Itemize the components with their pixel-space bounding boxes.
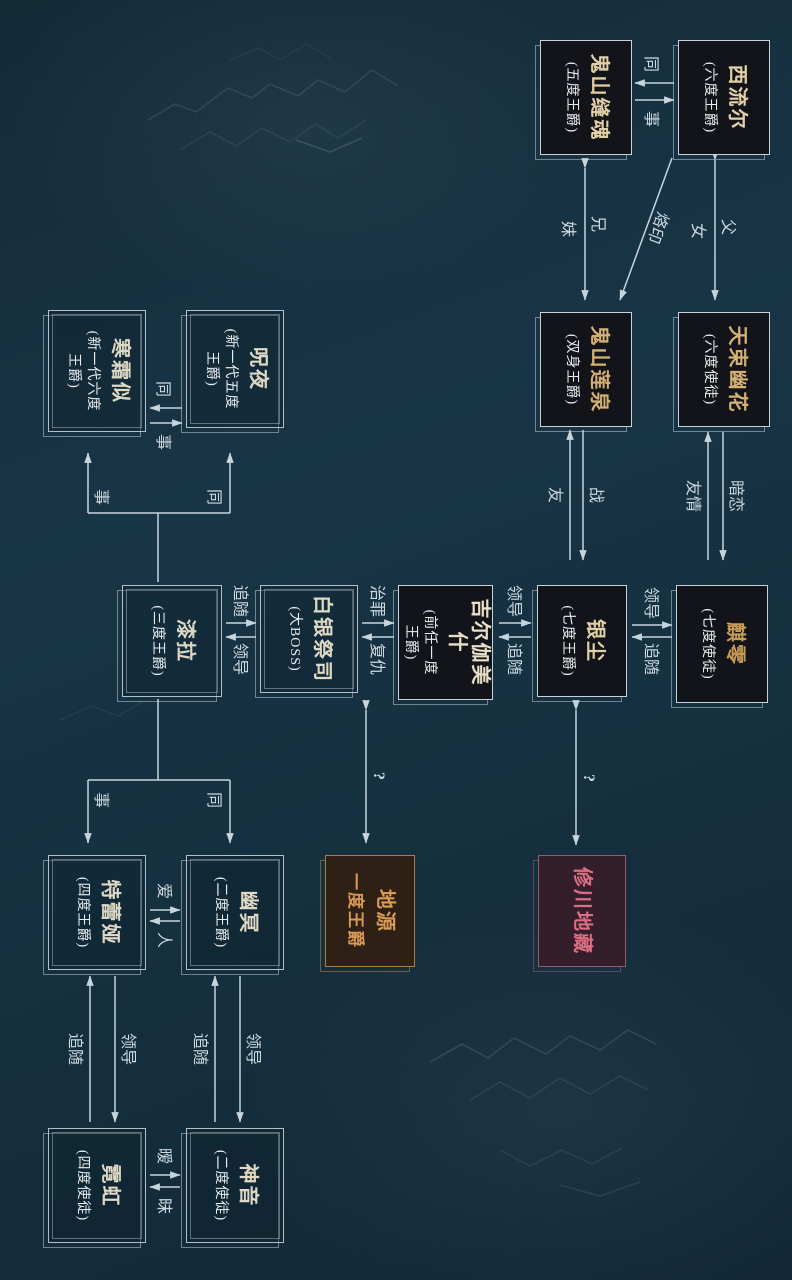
relation-label: 友 bbox=[546, 487, 564, 503]
node-name: 地源 bbox=[374, 889, 397, 933]
relation-label: 领导 bbox=[119, 1033, 137, 1065]
relation-label: 妹 bbox=[559, 221, 577, 237]
relation-label: 领导 bbox=[642, 587, 660, 619]
node-subtitle: (五度王爵) bbox=[564, 61, 580, 134]
node-shenyin: 神音 (二度使徒) bbox=[186, 1128, 284, 1243]
node-name: 天束幽花 bbox=[726, 325, 749, 414]
node-baiyinjisi: 白银祭司 (大BOSS) bbox=[260, 585, 358, 693]
node-qila: 漆拉 (三度王爵) bbox=[122, 585, 222, 697]
node-jierjiameishi: 吉尔伽美什(前任一度 王爵) bbox=[398, 585, 493, 700]
relation-label: 事 bbox=[92, 792, 110, 808]
node-name: 神音 bbox=[237, 1163, 260, 1208]
node-diyuan: 地源一度王爵 bbox=[325, 855, 415, 967]
relation-line bbox=[619, 157, 673, 301]
node-xiliuer: 西流尔 (六度王爵) bbox=[678, 40, 770, 155]
relation-label: 事 bbox=[642, 111, 660, 127]
node-name: 鬼山缝魂 bbox=[588, 53, 611, 142]
relation-label: 复仇 bbox=[368, 643, 386, 675]
relation-label: 事 bbox=[92, 489, 110, 505]
node-name: 西流尔 bbox=[726, 64, 749, 131]
relation-label: 治罪 bbox=[368, 585, 386, 617]
node-name: 白银祭司 bbox=[311, 595, 334, 683]
node-subtitle: (新一代六度 王爵) bbox=[66, 330, 100, 412]
node-guishanfenghun: 鬼山缝魂 (五度王爵) bbox=[540, 40, 632, 155]
node-subtitle: (二度使徒) bbox=[213, 1149, 229, 1222]
relation-label: 追随 bbox=[191, 1033, 209, 1065]
node-name: 幽冥 bbox=[237, 890, 260, 935]
relation-label: 爱 bbox=[155, 883, 173, 899]
node-name: 银尘 bbox=[584, 619, 607, 663]
relation-label: 领导 bbox=[505, 585, 523, 617]
relation-label: 战 bbox=[587, 487, 605, 503]
node-subtitle: (双身王爵) bbox=[564, 333, 580, 406]
relation-label: 人 bbox=[155, 932, 173, 948]
relation-label: ? bbox=[370, 772, 387, 780]
node-hanshuangsi: 寒霜似 (新一代六度 王爵) bbox=[48, 310, 146, 432]
relation-label: 事 bbox=[154, 434, 172, 450]
relation-label: 同 bbox=[205, 792, 222, 808]
node-name: 吉尔伽美什 bbox=[445, 598, 491, 687]
node-subtitle: (新一代五度 王爵) bbox=[204, 328, 238, 410]
relation-label: 领导 bbox=[244, 1033, 262, 1065]
relation-label: 同 bbox=[205, 489, 222, 505]
node-subtitle: (六度使徒) bbox=[702, 333, 718, 406]
relation-label: 追随 bbox=[66, 1033, 84, 1065]
node-subtitle: (七度使徒) bbox=[700, 608, 716, 680]
node-name: 漆拉 bbox=[174, 619, 197, 663]
node-subtitle: (四度使徒) bbox=[75, 1149, 91, 1222]
relation-label: 女 bbox=[689, 223, 708, 239]
relation-label: ? bbox=[580, 774, 597, 782]
node-name: 寒霜似 bbox=[108, 338, 131, 404]
node-subtitle: (前任一度 王爵) bbox=[403, 609, 437, 676]
relation-label: 暗恋 bbox=[727, 480, 746, 512]
node-subtitle: (七度王爵) bbox=[560, 605, 576, 677]
node-subtitle: (四度王爵) bbox=[75, 876, 91, 949]
relation-label: 暧 bbox=[155, 1148, 173, 1164]
node-name: 鬼山莲泉 bbox=[588, 325, 611, 414]
node-subtitle: (三度王爵) bbox=[150, 605, 166, 677]
relation-label: 追随 bbox=[505, 643, 523, 675]
node-qiling: 麒零 (七度使徒) bbox=[676, 585, 768, 703]
relation-label: 友情 bbox=[684, 480, 702, 512]
node-name: 霓虹 bbox=[99, 1163, 122, 1208]
relation-label: 父 bbox=[719, 219, 736, 235]
relation-label: 兄 bbox=[589, 216, 606, 232]
relation-label: 同 bbox=[154, 381, 171, 397]
node-subtitle: 一度王爵 bbox=[346, 873, 366, 949]
relation-label: 追随 bbox=[231, 585, 249, 617]
node-name: 呪夜 bbox=[246, 347, 269, 391]
relation-label: 烙印 bbox=[644, 210, 672, 246]
node-name: 麒零 bbox=[724, 622, 747, 666]
relation-label: 追随 bbox=[642, 643, 660, 675]
node-nihong: 霓虹 (四度使徒) bbox=[48, 1128, 146, 1243]
node-teleiya: 特蕾娅 (四度王爵) bbox=[48, 855, 146, 970]
node-tianshuyouhua: 天束幽花 (六度使徒) bbox=[678, 312, 770, 427]
relation-label: 昧 bbox=[155, 1198, 173, 1214]
node-subtitle: (大BOSS) bbox=[287, 606, 303, 672]
node-yinchen: 银尘 (七度王爵) bbox=[537, 585, 627, 697]
node-youming: 幽冥 (二度王爵) bbox=[186, 855, 284, 970]
relation-label: 领导 bbox=[231, 643, 249, 675]
node-guishanlianquan: 鬼山莲泉 (双身王爵) bbox=[540, 312, 632, 427]
node-subtitle: (二度王爵) bbox=[213, 876, 229, 949]
node-zhouye: 呪夜(新一代五度 王爵) bbox=[186, 310, 284, 428]
node-name: 修川地藏 bbox=[571, 867, 594, 955]
node-xiuchuandizang: 修川地藏 bbox=[538, 855, 626, 967]
node-name: 特蕾娅 bbox=[99, 879, 122, 946]
relation-label: 同 bbox=[642, 56, 659, 72]
node-subtitle: (六度王爵) bbox=[702, 61, 718, 134]
